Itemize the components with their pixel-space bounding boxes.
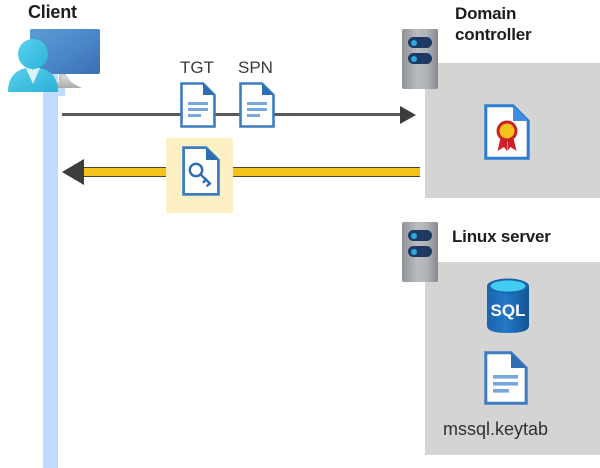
response-flow-line-right	[230, 167, 420, 177]
key-document-icon	[182, 146, 220, 201]
rack-bay	[408, 37, 432, 48]
sql-database-icon: SQL	[483, 278, 533, 334]
domain-controller-title: Domain controller	[455, 4, 532, 44]
rack-led-icon	[411, 232, 417, 239]
rack-bay	[408, 53, 432, 64]
tgt-document-icon	[180, 82, 216, 133]
svg-text:SQL: SQL	[491, 301, 526, 320]
rack-led-icon	[411, 39, 417, 46]
client-workstation-icon	[4, 26, 106, 98]
linux-server-title: Linux server	[452, 227, 551, 246]
request-flow-arrowhead-icon	[400, 106, 416, 124]
rack-bay	[408, 230, 432, 241]
client-lifeline	[43, 60, 58, 468]
client-title: Client	[28, 2, 77, 22]
keytab-document-icon	[484, 351, 528, 410]
response-flow-arrowhead-icon	[62, 159, 84, 185]
rack-led-icon	[411, 55, 417, 62]
spn-label: SPN	[238, 58, 273, 77]
linux-server-rack-icon	[402, 222, 438, 282]
keytab-file-label: mssql.keytab	[443, 419, 549, 439]
response-flow-line-left	[78, 167, 168, 177]
rack-led-icon	[411, 248, 417, 255]
spn-document-icon	[239, 82, 275, 133]
request-flow-line	[62, 113, 406, 116]
domain-controller-server-rack-icon	[402, 29, 438, 89]
rack-bay	[408, 246, 432, 257]
tgt-label: TGT	[180, 58, 214, 77]
certificate-document-icon	[484, 104, 530, 165]
